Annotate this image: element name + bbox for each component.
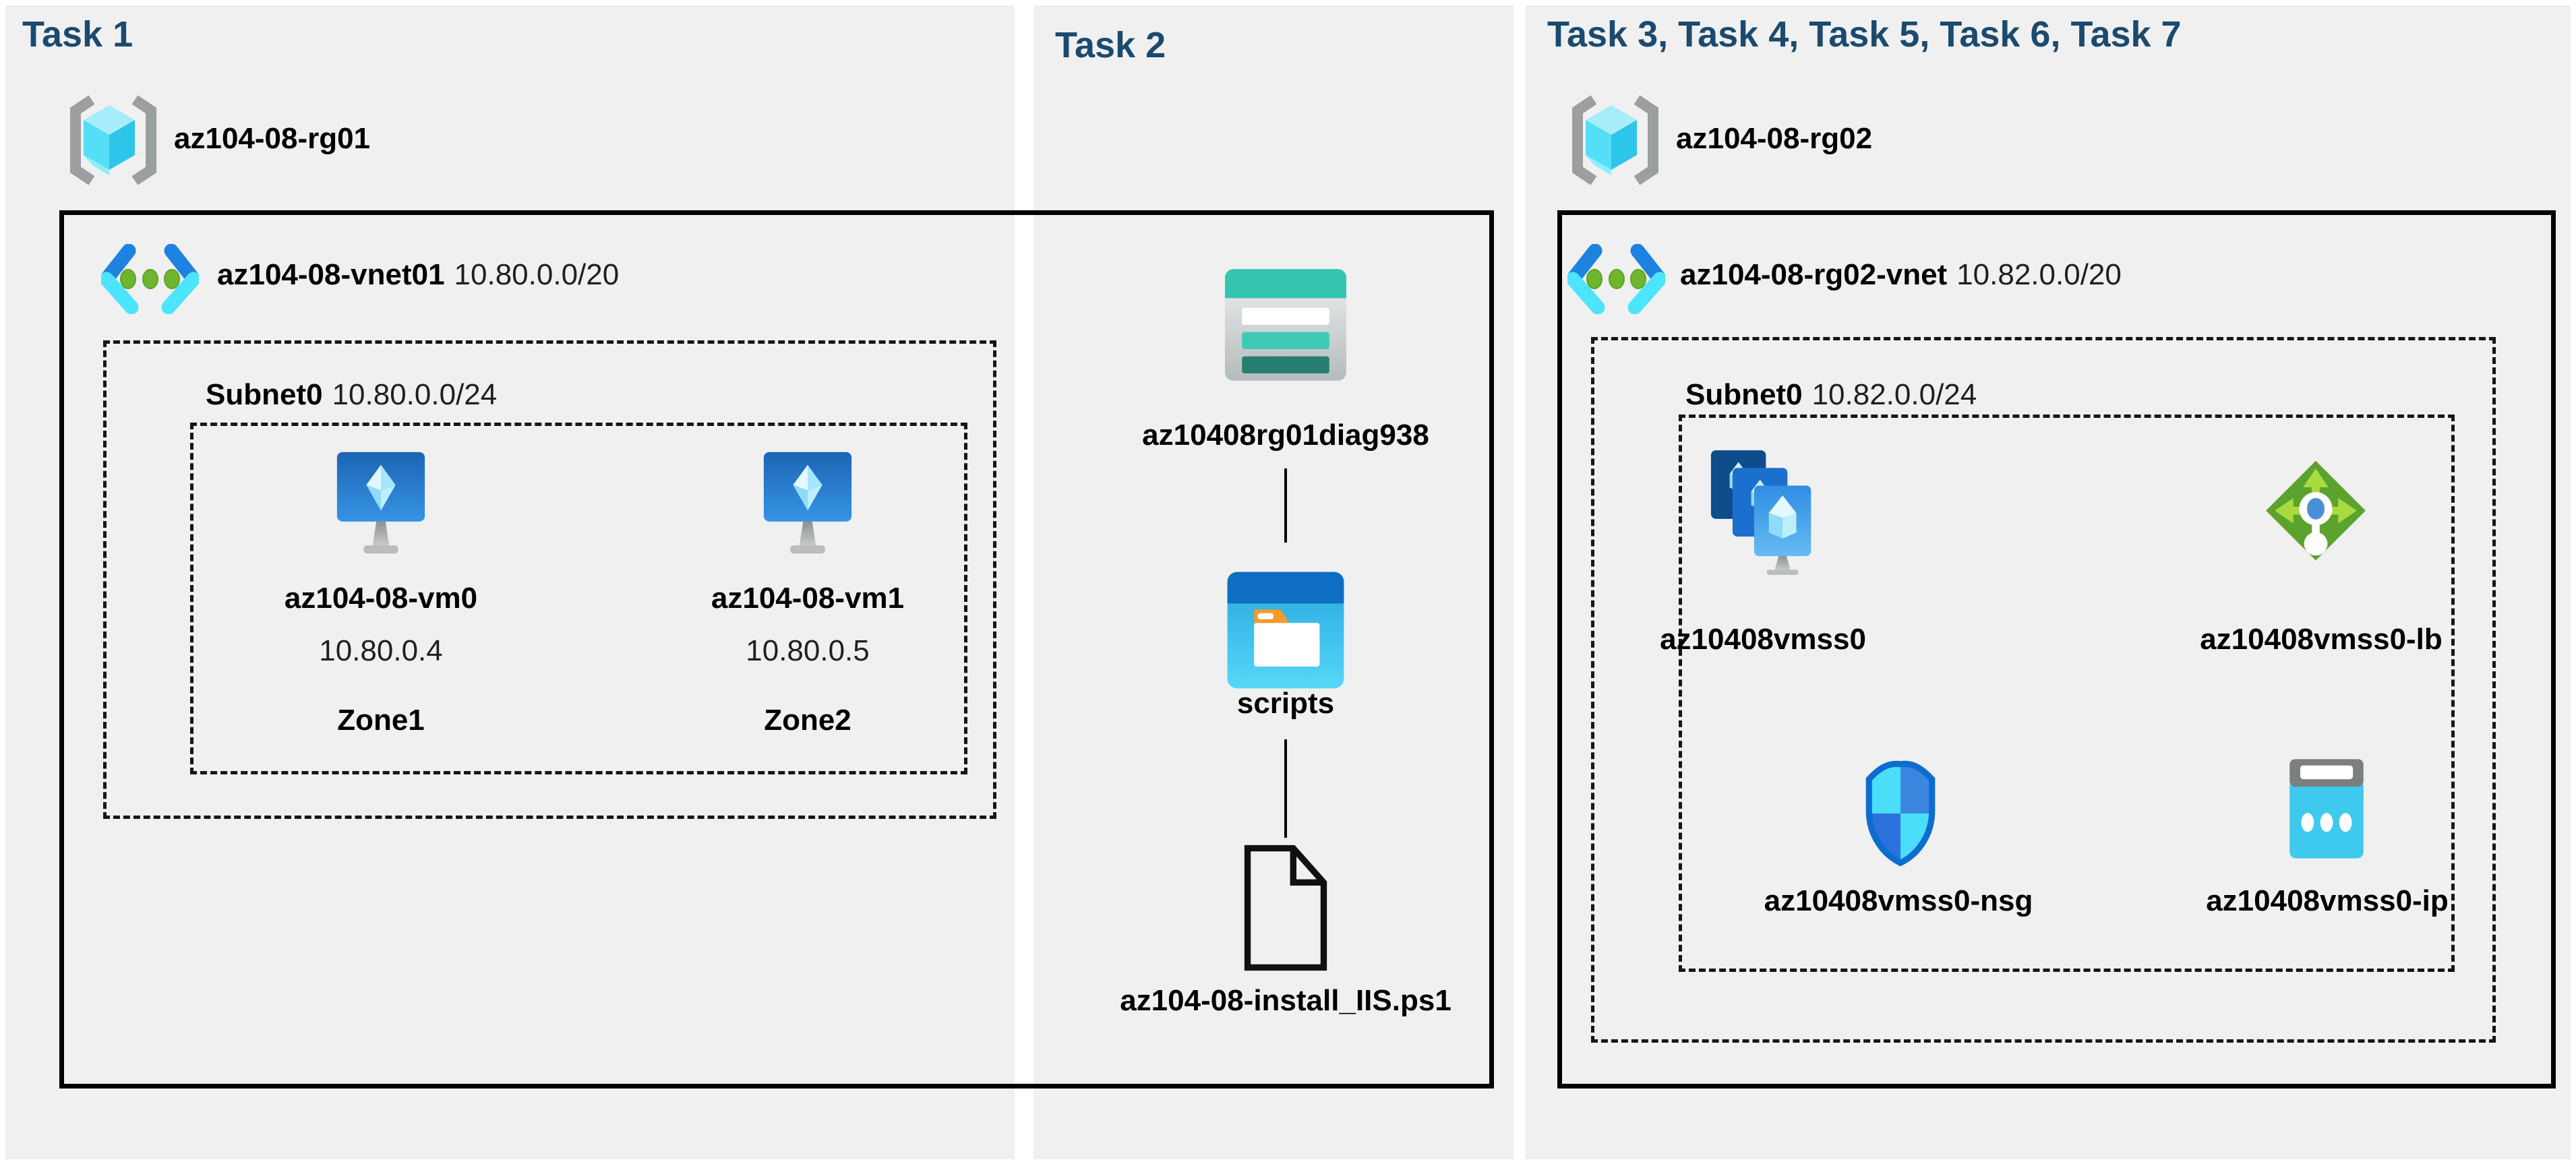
container-name: scripts: [1236, 687, 1335, 720]
vnet2-cidr: 10.82.0.0/20: [1956, 258, 2122, 291]
vm1-ip: 10.80.0.5: [746, 634, 870, 667]
subnet2-box: [1591, 337, 2496, 1043]
blob-container-folder-icon: [1227, 572, 1344, 689]
zones-box: [190, 423, 967, 774]
subnet1-name: Subnet0: [206, 378, 323, 411]
virtual-network-icon: [101, 244, 199, 314]
storage-account-icon: [1225, 269, 1346, 381]
resource-group-icon: [70, 95, 156, 185]
vnet2-name: az104-08-rg02-vnet: [1680, 258, 1948, 291]
connector-storage-to-container: [1284, 468, 1287, 543]
task3-title: Task 3, Task 4, Task 5, Task 6, Task 7: [1547, 14, 2182, 55]
script-file-icon: [1244, 845, 1327, 971]
task1-title: Task 1: [22, 14, 133, 55]
connector-container-to-file: [1284, 739, 1287, 838]
public-ip-name: az10408vmss0-ip: [2206, 884, 2449, 917]
vm1-name: az104-08-vm1: [711, 582, 905, 615]
subnet2-cidr: 10.82.0.0/24: [1811, 378, 1977, 411]
resource-group-icon: [1572, 95, 1658, 185]
subnet1-box: [103, 340, 996, 819]
vnet1-name: az104-08-vnet01: [217, 258, 445, 291]
vm0-name: az104-08-vm0: [284, 582, 478, 615]
vnet1-label: az104-08-vnet01 10.80.0.0/20: [217, 258, 619, 292]
vnet1-boundary-box: [59, 210, 1494, 1088]
script-file-name: az104-08-install_IIS.ps1: [1120, 984, 1451, 1017]
storage-account-name: az10408rg01diag938: [1142, 419, 1429, 452]
virtual-network-icon: [1567, 244, 1665, 314]
resource-group-1-name: az104-08-rg01: [174, 122, 371, 155]
vnet1-cidr: 10.80.0.0/20: [454, 258, 620, 291]
vm-scale-set-icon: [1710, 450, 1811, 575]
resource-group-2-name: az104-08-rg02: [1676, 122, 1873, 155]
subnet1-cidr: 10.80.0.0/24: [332, 378, 498, 411]
load-balancer-icon: [2266, 460, 2366, 561]
load-balancer-name: az10408vmss0-lb: [2200, 623, 2443, 656]
vm1-zone: Zone2: [764, 704, 851, 737]
resources-box: [1679, 415, 2455, 972]
task2-title: Task 2: [1055, 25, 1166, 65]
nsg-name: az10408vmss0-nsg: [1764, 884, 2033, 917]
subnet1-label: Subnet0 10.80.0.0/24: [206, 378, 497, 412]
task3-panel: [1525, 5, 2571, 1159]
vmss-name: az10408vmss0: [1660, 623, 1866, 656]
task1-panel: [5, 5, 1015, 1159]
vm0-zone: Zone1: [337, 704, 425, 737]
network-security-group-shield-icon: [1865, 760, 1936, 867]
vnet2-boundary-box: [1557, 210, 2556, 1088]
virtual-machine-icon: [336, 452, 425, 554]
virtual-machine-icon: [763, 452, 852, 554]
vm0-ip: 10.80.0.4: [319, 634, 443, 667]
subnet2-name: Subnet0: [1685, 378, 1803, 411]
public-ip-icon: [2289, 759, 2364, 859]
